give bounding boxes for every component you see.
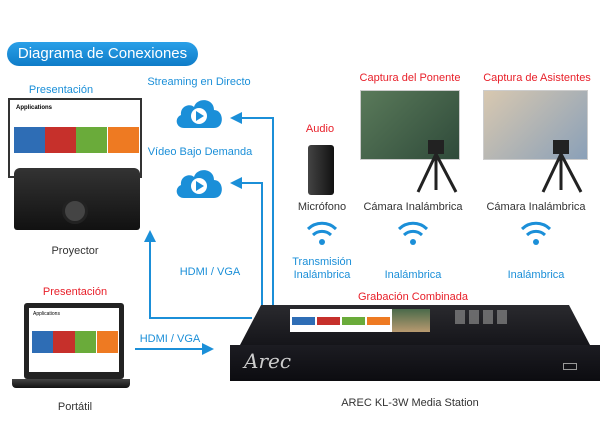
corporation-tile bbox=[45, 127, 77, 154]
laptop-presentation-label: Presentación bbox=[42, 286, 108, 298]
microphone-image bbox=[308, 145, 334, 195]
hdmi-laptop-label: HDMI / VGA bbox=[139, 333, 201, 345]
laptop-screen: Applications bbox=[29, 308, 119, 372]
arec-logo: Arec bbox=[244, 349, 292, 373]
speaker-capture-label: Captura del Ponente bbox=[359, 72, 461, 84]
projector-screen: Applications bbox=[8, 98, 142, 178]
live-event-tile bbox=[107, 127, 139, 154]
wifi-icon bbox=[520, 221, 552, 245]
station-touchscreen bbox=[290, 309, 430, 332]
corporation-tile bbox=[53, 331, 75, 353]
arrow-to-projector bbox=[144, 230, 252, 319]
projector-image bbox=[14, 168, 140, 230]
vod-label: Vídeo Bajo Demanda bbox=[147, 146, 253, 158]
station-name: AREC KL-3W Media Station bbox=[341, 397, 479, 409]
hdmi-projector-label: HDMI / VGA bbox=[179, 266, 241, 278]
audience-capture-label: Captura de Asistentes bbox=[483, 72, 591, 84]
live-stream-label: Streaming en Directo bbox=[147, 76, 251, 88]
projector-label: Proyector bbox=[51, 245, 99, 257]
audio-label: Audio bbox=[305, 123, 335, 135]
tripod-camera-image bbox=[416, 140, 458, 193]
projector-lens bbox=[62, 198, 88, 224]
audio-link-line1: Transmisión bbox=[292, 256, 352, 268]
speaker-camera-label: Cámara Inalámbrica bbox=[363, 201, 463, 213]
audience-camera-label: Cámara Inalámbrica bbox=[486, 201, 586, 213]
wifi-icon bbox=[306, 221, 338, 245]
station-buttons bbox=[455, 310, 510, 324]
laptop-image: Applications bbox=[24, 303, 124, 379]
healthcare-tile bbox=[76, 127, 108, 154]
audio-link-line2: Inalámbrica bbox=[293, 269, 351, 281]
screen-heading: Applications bbox=[33, 311, 60, 317]
cloud-play-icon bbox=[176, 100, 222, 128]
station-front: Arec bbox=[230, 345, 600, 381]
live-event-tile bbox=[96, 331, 119, 353]
wifi-icon bbox=[397, 221, 429, 245]
projector-presentation-label: Presentación bbox=[28, 84, 94, 96]
screen-heading: Applications bbox=[16, 105, 53, 111]
microphone-label: Micrófono bbox=[297, 201, 347, 213]
laptop-label: Portátil bbox=[57, 401, 93, 413]
arrow-to-live-stream bbox=[230, 112, 274, 305]
usb-port bbox=[563, 363, 577, 370]
arrow-to-vod bbox=[230, 177, 263, 305]
diagram-title: Diagrama de Conexiones bbox=[7, 42, 198, 66]
laptop-base bbox=[12, 379, 130, 388]
audience-link-label: Inalámbrica bbox=[507, 269, 565, 281]
combined-recording-label: Grabación Combinada bbox=[357, 291, 469, 303]
speaker-link-label: Inalámbrica bbox=[384, 269, 442, 281]
education-tile bbox=[31, 331, 54, 353]
cloud-play-icon bbox=[176, 170, 222, 198]
tripod-camera-image bbox=[541, 140, 583, 193]
education-tile bbox=[13, 127, 46, 154]
healthcare-tile bbox=[74, 331, 97, 353]
audience-photo bbox=[483, 90, 588, 160]
